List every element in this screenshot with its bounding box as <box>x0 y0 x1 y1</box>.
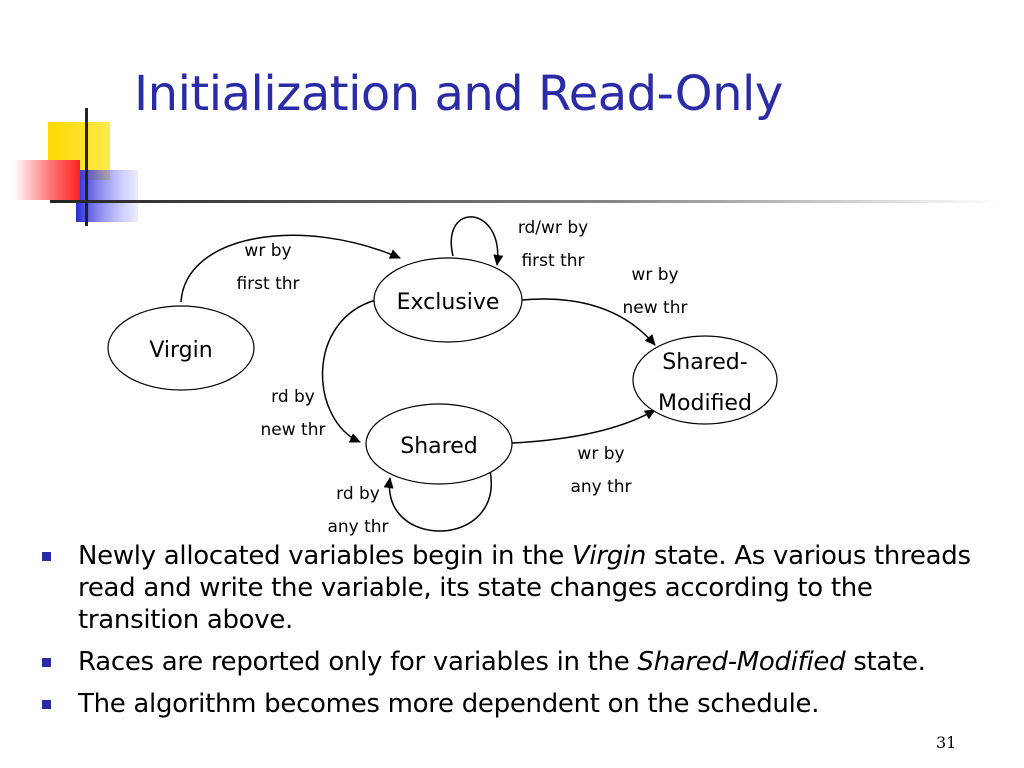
slide-logo <box>14 108 1000 226</box>
bullet-square-icon <box>42 658 51 667</box>
edge-exclusive-to-shared <box>321 299 377 443</box>
edge-exclusive-to-shared-modified <box>521 298 656 346</box>
edge-label-exclusive-shared-1: rd by <box>271 387 315 407</box>
state-shared-modified-label-line1: Shared- <box>662 350 747 375</box>
edge-label-shared-self-1: rd by <box>336 484 380 504</box>
bullet-item: Newly allocated variables begin in the V… <box>38 540 998 636</box>
bullet-list: Newly allocated variables begin in the V… <box>38 540 998 730</box>
bullet-text: Races are reported only for variables in… <box>78 647 638 677</box>
bullet-text: state. <box>845 647 926 677</box>
logo-vertical-line <box>85 108 88 226</box>
edge-label-shared-self-2: any thr <box>327 517 388 537</box>
state-exclusive-label: Exclusive <box>397 290 500 315</box>
bullet-item: The algorithm becomes more dependent on … <box>38 688 998 720</box>
edge-label-exclusive-shared-2: new thr <box>261 420 326 440</box>
page-number: 31 <box>936 733 957 752</box>
edge-label-shared-shared-modified-1: wr by <box>577 444 624 464</box>
edge-label-exclusive-self-2: first thr <box>521 251 584 271</box>
bullet-emphasis: Shared-Modified <box>637 647 846 677</box>
bullet-text: The algorithm becomes more dependent on … <box>78 689 820 719</box>
bullet-emphasis: Virgin <box>571 541 647 571</box>
bullet-text: state. As various threads read and write… <box>78 541 971 635</box>
edge-label-shared-shared-modified-2: any thr <box>570 477 631 497</box>
logo-horizontal-line <box>50 200 1000 203</box>
bullet-square-icon <box>42 552 51 561</box>
state-virgin: Virgin <box>107 305 255 391</box>
edge-label-virgin-exclusive-2: first thr <box>236 274 299 294</box>
state-exclusive: Exclusive <box>373 257 523 343</box>
state-shared-label: Shared <box>400 434 477 459</box>
edge-shared-self-loop <box>383 469 492 532</box>
bullet-item: Races are reported only for variables in… <box>38 646 998 678</box>
edge-shared-to-shared-modified <box>511 409 656 444</box>
edge-exclusive-self-loop <box>450 216 504 266</box>
edge-virgin-to-exclusive <box>180 234 401 303</box>
edge-label-exclusive-shared-modified-2: new thr <box>623 298 688 318</box>
edge-label-virgin-exclusive-1: wr by <box>244 241 291 261</box>
edge-label-exclusive-shared-modified-1: wr by <box>631 265 678 285</box>
state-shared-modified: Shared- Modified <box>632 335 778 425</box>
edge-label-exclusive-self-1: rd/wr by <box>518 218 588 238</box>
logo-red-square <box>14 160 80 200</box>
state-transition-diagram: Virgin Exclusive Shared Shared- Modified… <box>107 216 778 537</box>
bullet-text: Newly allocated variables begin in the <box>78 541 572 571</box>
state-shared: Shared <box>365 403 513 485</box>
slide-title: Initialization and Read-Only <box>134 66 783 122</box>
state-shared-modified-label-line2: Modified <box>658 391 752 416</box>
bullet-square-icon <box>42 700 51 709</box>
state-virgin-label: Virgin <box>149 338 212 363</box>
